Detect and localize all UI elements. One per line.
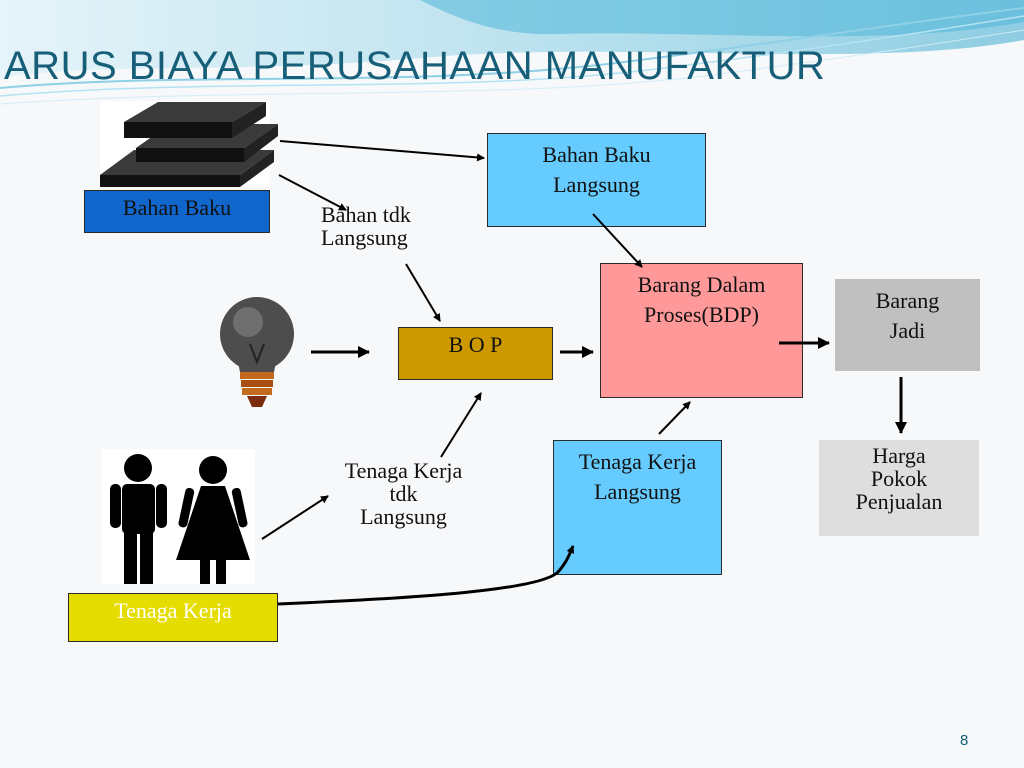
tenaga-kerja-langsung-box: Tenaga Kerja Langsung — [553, 440, 722, 575]
page-number: 8 — [960, 732, 969, 749]
barang-jadi-box: Barang Jadi — [835, 279, 980, 371]
bop-label: B O P — [448, 332, 503, 357]
bdp-line-2: Proses(BDP) — [644, 302, 759, 327]
arrow-books-to-bbl — [279, 140, 485, 162]
tenaga-kerja-tdk-langsung-label: Tenaga Kerja tdk Langsung — [332, 459, 475, 528]
arrow-people-to-tktl — [261, 495, 329, 540]
bahan-baku-langsung-line-1: Bahan Baku — [542, 142, 651, 167]
arrow-btl-to-bop — [405, 263, 441, 322]
bahan-baku-langsung-line-2: Langsung — [553, 172, 640, 197]
arrow-tk-to-tkl — [277, 545, 575, 606]
harga-pokok-penjualan-box: Harga Pokok Penjualan — [819, 440, 979, 536]
hpp-line-2: Pokok — [870, 466, 928, 491]
bdp-line-1: Barang Dalam — [637, 272, 766, 297]
tkl-line-2: Langsung — [594, 479, 681, 504]
arrow-books-to-btl — [278, 174, 347, 211]
btl-line-2: Langsung — [321, 225, 408, 250]
tktl-line-2: tdk — [389, 481, 418, 506]
light-bulb-icon — [220, 297, 294, 407]
barang-jadi-line-1: Barang — [875, 288, 940, 313]
tktl-line-3: Langsung — [360, 504, 447, 529]
tkl-line-1: Tenaga Kerja — [578, 449, 697, 474]
barang-jadi-line-2: Jadi — [889, 318, 926, 343]
books-stack-icon — [100, 101, 278, 187]
page-title: ARUS BIAYA PERUSAHAAN MANUFAKTUR — [4, 44, 826, 88]
tktl-line-1: Tenaga Kerja — [344, 458, 463, 483]
hpp-line-1: Harga — [872, 443, 926, 468]
bahan-baku-box: Bahan Baku — [84, 190, 270, 233]
tenaga-kerja-box: Tenaga Kerja — [68, 593, 278, 642]
bahan-baku-label: Bahan Baku — [122, 195, 232, 220]
bop-box: B O P — [398, 327, 553, 380]
arrow-tkl-to-bdp — [658, 401, 691, 435]
people-icon — [102, 449, 255, 584]
barang-dalam-proses-box: Barang Dalam Proses(BDP) — [600, 263, 803, 398]
bahan-baku-langsung-box: Bahan Baku Langsung — [487, 133, 706, 227]
tenaga-kerja-label: Tenaga Kerja — [114, 598, 232, 623]
arrow-bbl-to-bdp — [592, 213, 643, 268]
hpp-line-3: Penjualan — [855, 489, 943, 514]
arrow-tktl-to-bop — [440, 392, 482, 458]
